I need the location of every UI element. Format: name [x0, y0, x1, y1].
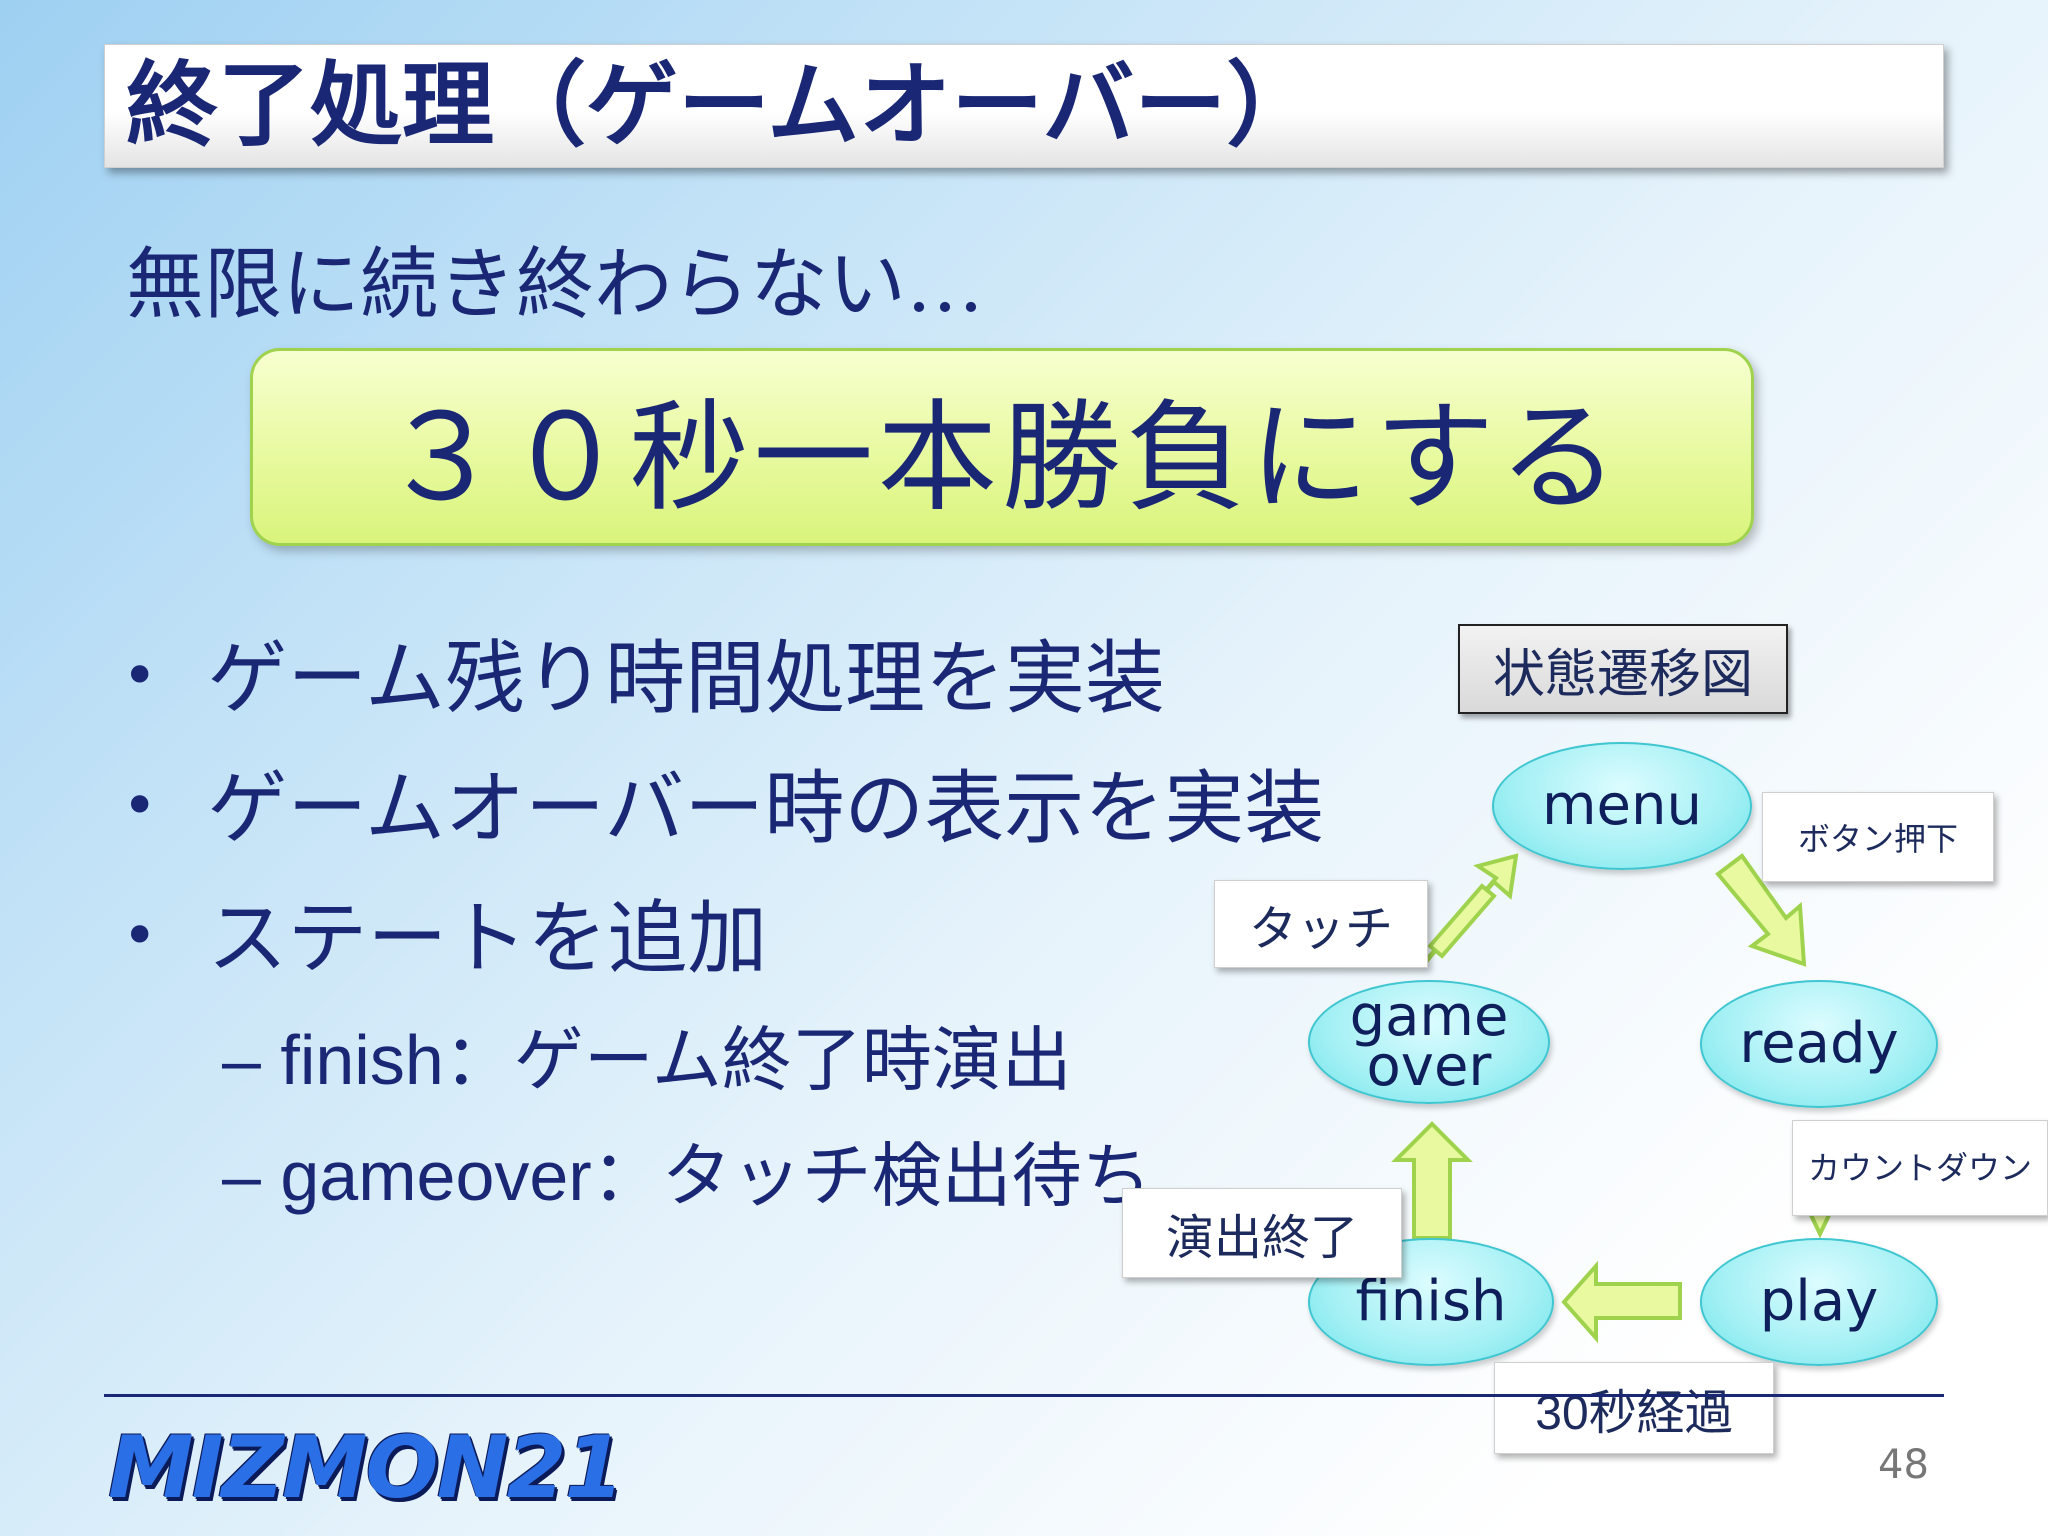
- title-box: [104, 44, 1944, 168]
- bullet-dot: •: [122, 901, 158, 971]
- bullet-dot: •: [122, 771, 158, 841]
- bullet-item: • ゲームオーバー時の表示を実装: [122, 744, 1324, 860]
- slide-subtitle: 無限に続き終わらない…: [126, 240, 985, 330]
- subbullet-prefix: – gameover: [222, 1137, 592, 1215]
- arrow-finish-to-gameover: [1391, 1121, 1473, 1240]
- transition-label-play-finish: 30秒経過: [1494, 1362, 1774, 1454]
- subbullet-item: – finish：ゲーム終了時演出: [222, 1004, 1072, 1105]
- subbullet-prefix: – finish: [222, 1021, 444, 1099]
- subbullet-item: – gameover：タッチ検出待ち: [222, 1120, 1152, 1221]
- arrow-play-to-finish: [1561, 1260, 1682, 1344]
- bullet-text: ゲームオーバー時の表示を実装: [207, 762, 1325, 855]
- arrow-menu-to-ready: [1715, 853, 1807, 967]
- slide-title: 終了処理（ゲームオーバー）: [126, 51, 1319, 159]
- transition-label-menu-ready: ボタン押下: [1762, 792, 1994, 882]
- subbullet-text: ：ゲーム終了時演出: [443, 1019, 1072, 1101]
- bullet-item: • ステートを追加: [122, 874, 767, 990]
- footer-divider: [104, 1394, 1944, 1397]
- transition-label-gameover-menu: タッチ: [1214, 880, 1428, 968]
- transition-label-ready-play: カウントダウン: [1792, 1120, 2048, 1216]
- bullet-text: ゲーム残り時間処理を実装: [207, 632, 1165, 725]
- subbullet-text: ：タッチ検出待ち: [591, 1135, 1152, 1217]
- diagram-title: 状態遷移図: [1458, 624, 1788, 714]
- state-gameover: game over: [1308, 980, 1550, 1104]
- page-number: 48: [1878, 1442, 1929, 1488]
- mizmon-logo: MIZMON21: [108, 1418, 624, 1518]
- bullet-dot: •: [122, 641, 158, 711]
- transition-label-finish-gameover: 演出終了: [1122, 1188, 1402, 1278]
- bullet-text: ステートを追加: [207, 892, 768, 985]
- highlight-text: ３０秒一本勝負にする: [381, 389, 1623, 528]
- state-ready: ready: [1700, 980, 1938, 1108]
- bullet-item: • ゲーム残り時間処理を実装: [122, 614, 1165, 730]
- highlight-box: ３０秒一本勝負にする: [250, 348, 1754, 546]
- state-menu: menu: [1492, 742, 1752, 870]
- state-play: play: [1700, 1238, 1938, 1366]
- arrow-gameover-to-menu-shaft: [1427, 883, 1497, 959]
